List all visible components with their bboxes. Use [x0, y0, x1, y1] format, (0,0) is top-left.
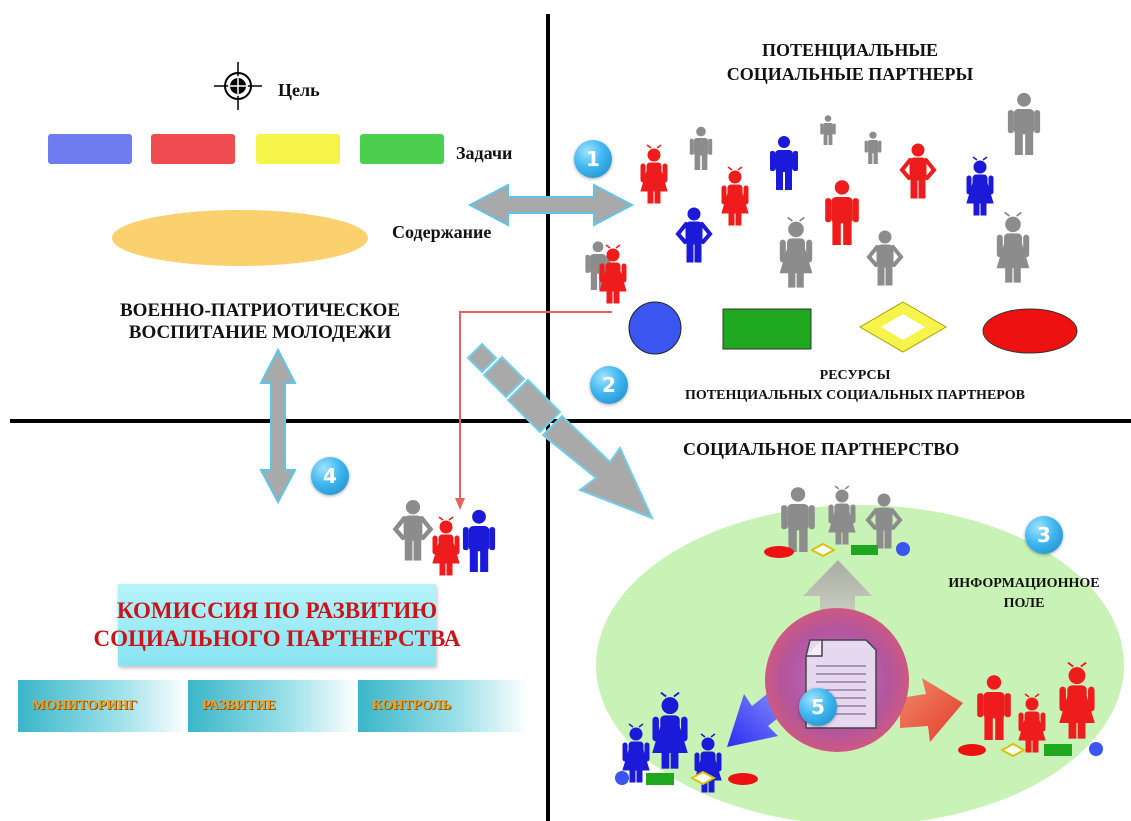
- task-rect-1: [48, 134, 132, 164]
- partnership-group-top: [764, 485, 910, 558]
- badge-3: 3: [1025, 516, 1063, 554]
- function-control: КОНТРОЛЬ: [358, 680, 528, 732]
- double-arrow-horizontal: [467, 183, 635, 227]
- badge-5: 5: [799, 688, 837, 726]
- badge-2: 2: [590, 366, 628, 404]
- goal-label: Цель: [278, 80, 320, 100]
- target-crosshair-icon: [214, 62, 262, 110]
- commission-line2: СОЦИАЛЬНОГО ПАРТНЕРСТВА: [93, 626, 461, 651]
- task-rect-2: [151, 134, 235, 164]
- potential-partners-crowd: [585, 92, 1041, 304]
- badge-4: 4: [311, 457, 349, 495]
- red-connector-line: [459, 311, 612, 500]
- partnership-title: СОЦИАЛЬНОЕ ПАРТНЕРСТВО: [683, 439, 960, 459]
- function-development: РАЗВИТИЕ: [188, 680, 358, 732]
- function-monitoring: МОНИТОРИНГ: [18, 680, 188, 732]
- resources-title: РЕСУРСЫ ПОТЕНЦИАЛЬНЫХ СОЦИАЛЬНЫХ ПАРТНЕР…: [630, 366, 1080, 406]
- content-label: Содержание: [392, 222, 492, 242]
- partners-title-line1: ПОТЕНЦИАЛЬНЫЕ: [761, 40, 938, 60]
- red-arrow: [900, 678, 963, 742]
- partnership-group-left: [615, 691, 758, 793]
- commission-people: [395, 501, 496, 576]
- main-topic-line2: ВОСПИТАНИЕ МОЛОДЕЖИ: [128, 322, 392, 343]
- main-topic-line1: ВОЕННО-ПАТРИОТИЧЕСКОЕ: [120, 300, 400, 321]
- commission-box: КОМИССИЯ ПО РАЗВИТИЮ СОЦИАЛЬНОГО ПАРТНЕР…: [94, 584, 460, 666]
- task-rect-3: [256, 134, 340, 164]
- partnership-group-right: [958, 661, 1103, 758]
- partners-title-line2: СОЦИАЛЬНЫЕ ПАРТНЕРЫ: [726, 64, 974, 84]
- resource-shapes: [628, 301, 1078, 355]
- task-rectangles: [48, 134, 444, 164]
- resources-line1: РЕСУРСЫ: [819, 368, 891, 383]
- badge-1: 1: [574, 140, 612, 178]
- resources-line2: ПОТЕНЦИАЛЬНЫХ СОЦИАЛЬНЫХ ПАРТНЕРОВ: [685, 388, 1025, 403]
- diagonal-arrow: [466, 342, 654, 520]
- double-arrow-vertical: [259, 347, 297, 505]
- partners-title: ПОТЕНЦИАЛЬНЫЕ СОЦИАЛЬНЫЕ ПАРТНЕРЫ: [660, 38, 1040, 86]
- content-ellipse: [112, 210, 368, 266]
- commission-line1: КОМИССИЯ ПО РАЗВИТИЮ: [116, 598, 438, 623]
- main-topic-title: ВОЕННО-ПАТРИОТИЧЕСКОЕ ВОСПИТАНИЕ МОЛОДЕЖ…: [40, 300, 480, 344]
- tasks-label: Задачи: [456, 143, 513, 163]
- information-field-label: ИНФОРМАЦИОННОЕ ПОЛЕ: [924, 574, 1124, 614]
- information-field-line1: ИНФОРМАЦИОННОЕ: [948, 576, 1100, 591]
- information-field-line2: ПОЛЕ: [1003, 596, 1045, 611]
- task-rect-4: [360, 134, 444, 164]
